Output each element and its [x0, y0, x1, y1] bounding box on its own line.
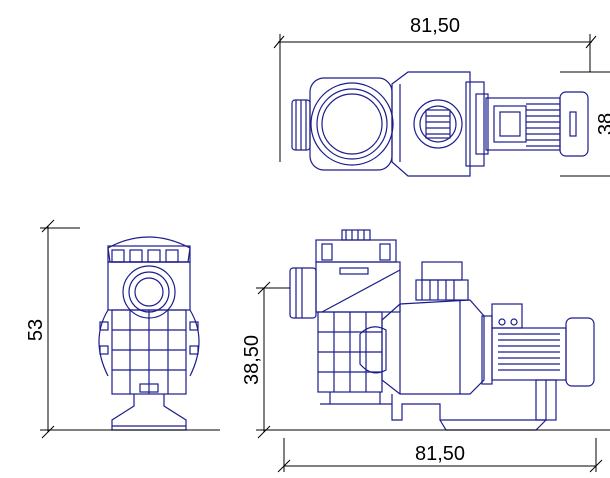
top-width-dimension: 81,50 [273, 15, 597, 162]
side-height-dimension: 38,50 [241, 281, 610, 439]
side-height-label: 38,50 [241, 335, 263, 385]
front-height-dimension: 53 [25, 219, 220, 439]
front-height-label: 53 [25, 319, 47, 341]
side-width-label: 81,50 [415, 443, 465, 465]
top-view-pump [291, 71, 589, 177]
side-view-pump [289, 229, 595, 431]
side-width-dimension: 81,50 [277, 438, 603, 473]
top-width-label: 81,50 [410, 15, 460, 37]
top-height-dimension: 38 [560, 71, 610, 177]
front-view-pump [98, 236, 200, 431]
top-height-label: 38 [595, 113, 610, 135]
